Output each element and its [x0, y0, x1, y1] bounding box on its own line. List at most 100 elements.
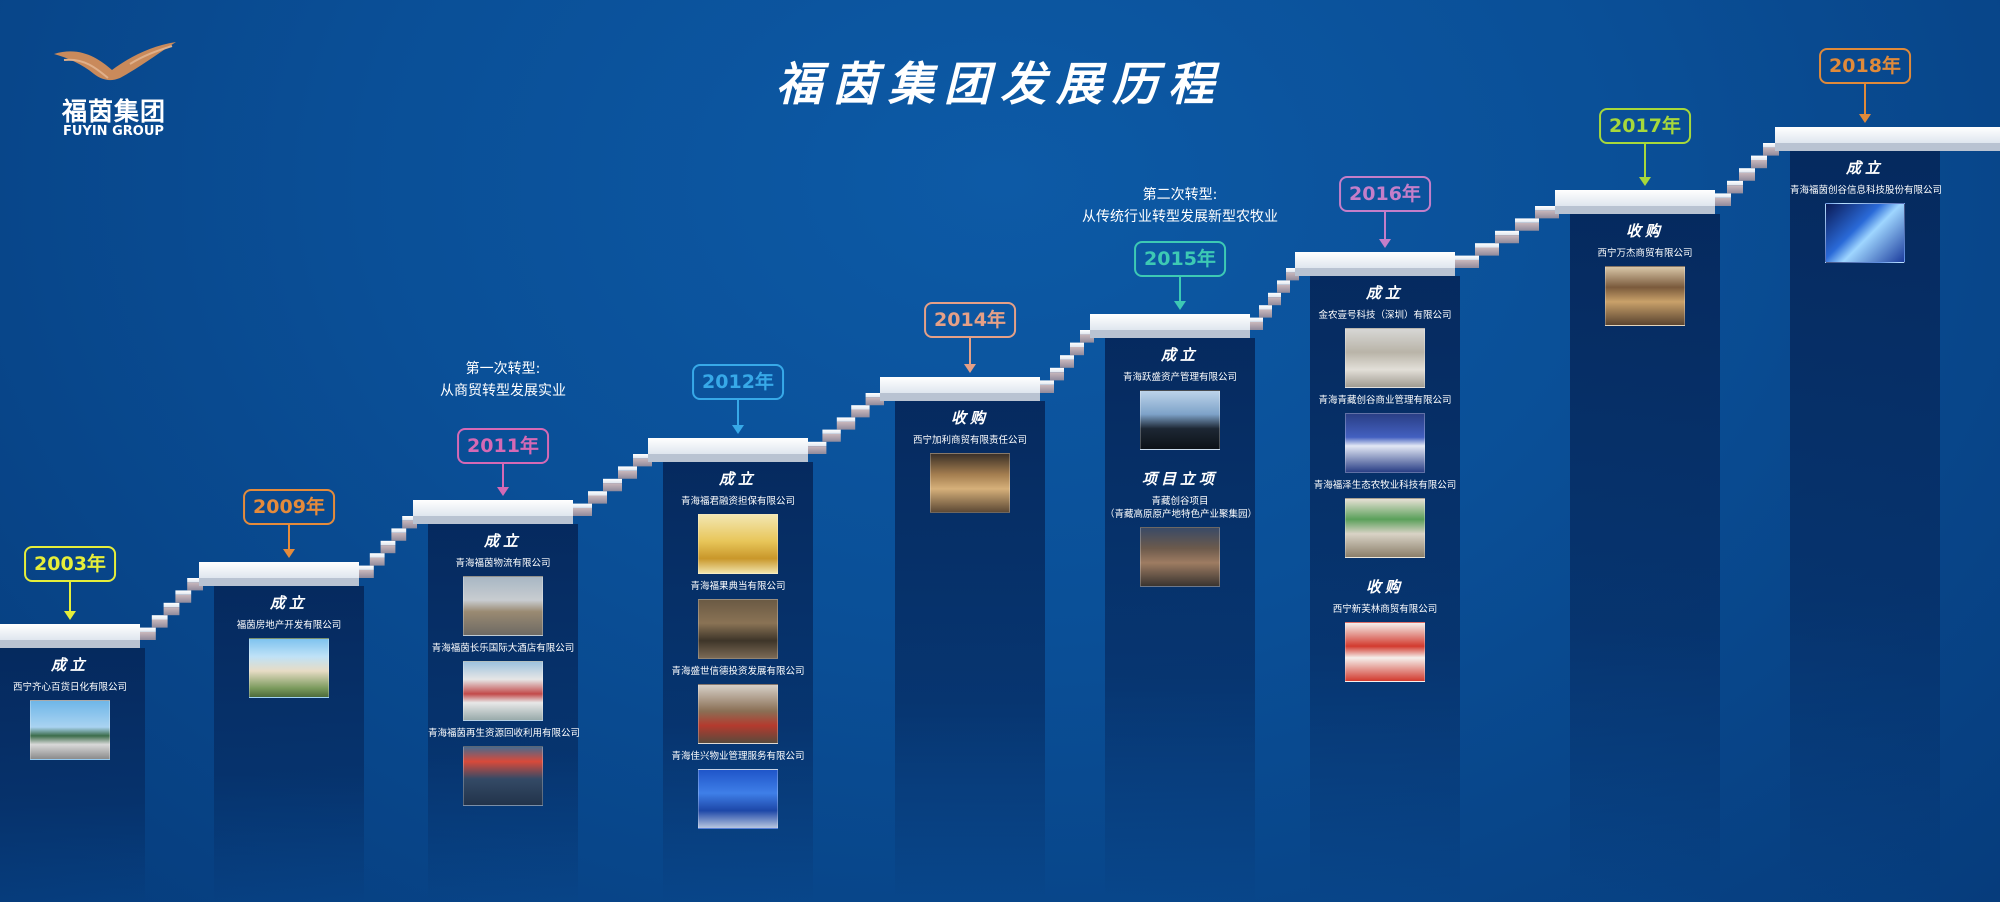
step-tread — [1751, 155, 1767, 161]
step-tread — [163, 602, 180, 608]
year-arrow-icon — [283, 523, 295, 558]
transition-note-2-line2: 从传统行业转型发展新型农牧业 — [1082, 209, 1278, 225]
step-tread — [1060, 355, 1074, 360]
step-riser — [359, 569, 374, 578]
step-tread — [140, 627, 156, 632]
step-tread — [851, 405, 870, 410]
year-label-2012年: 2012年 — [692, 364, 784, 400]
year-column-2015: 成立青海跃盛资产管理有限公司项目立项青藏创谷项目（青藏高原原产地特色产业聚集园） — [1105, 338, 1257, 902]
step-riser — [175, 594, 192, 603]
landing-tread — [1090, 314, 1250, 330]
landing-tread — [1555, 190, 1715, 206]
landing-edge — [1555, 206, 1715, 214]
step-riser — [865, 397, 884, 406]
step-tread — [1535, 206, 1559, 211]
market-photo — [1140, 527, 1220, 587]
year-column-2011: 成立青海福茵物流有限公司青海福茵长乐国际大酒店有限公司青海福茵再生资源回收利用有… — [428, 524, 581, 902]
year-arrow-icon — [732, 398, 744, 434]
step-tread — [573, 503, 592, 508]
blue-sign-photo — [698, 769, 778, 829]
step-tread — [1455, 255, 1479, 260]
step-riser — [1259, 309, 1272, 318]
company-name: 青海佳兴物业管理服务有限公司 — [671, 751, 805, 762]
company-name: 青海福果典当有限公司 — [690, 581, 786, 592]
step-tread — [380, 540, 396, 546]
step-tread — [391, 528, 407, 533]
step-tread — [633, 454, 652, 459]
landing-edge — [880, 393, 1040, 401]
building-photo — [30, 700, 110, 760]
landing-edge — [413, 516, 573, 524]
sign-photo — [1345, 413, 1425, 473]
step-riser — [588, 495, 607, 504]
step-tread — [808, 441, 827, 447]
step-riser — [1739, 172, 1755, 181]
step-tread — [369, 553, 385, 558]
year-label-2014年: 2014年 — [924, 302, 1016, 338]
step-riser — [1268, 297, 1281, 306]
year-column-2009: 成立福茵房地产开发有限公司 — [214, 586, 364, 902]
step-riser — [1751, 160, 1767, 169]
event-keyword: 收购 — [1365, 578, 1404, 596]
company-name: 青海福泽生态农牧业科技有限公司 — [1313, 480, 1457, 491]
event-keyword: 收购 — [1625, 222, 1664, 240]
step-tread — [618, 466, 637, 471]
year-column-2012: 成立青海福君融资担保有限公司青海福果典当有限公司青海盛世信德投资发展有限公司青海… — [663, 462, 813, 902]
step-tread — [1286, 268, 1299, 273]
transition-note-1-line1: 第一次转型: — [465, 361, 541, 377]
workers-photo — [463, 746, 543, 806]
year-arrow-icon — [1639, 142, 1651, 186]
year-label-2003年: 2003年 — [24, 546, 116, 582]
bird-wing-icon — [54, 42, 176, 81]
landing-tread — [648, 438, 808, 454]
transition-note-1-line2: 从商贸转型发展实业 — [440, 383, 566, 399]
step-riser — [1070, 347, 1084, 356]
event-keyword: 成立 — [1845, 159, 1884, 177]
farm-photo — [1345, 498, 1425, 558]
step-tread — [187, 578, 203, 583]
step-tread — [1040, 380, 1054, 385]
step-riser — [603, 483, 622, 492]
company-name: 金农壹号科技（深圳）有限公司 — [1318, 310, 1452, 321]
year-column-2014: 收购西宁加利商贸有限责任公司 — [895, 401, 1045, 902]
landing-tread — [1775, 127, 2000, 143]
step-tread — [1268, 292, 1281, 298]
step-tread — [865, 393, 884, 398]
company-name: 福茵房地产开发有限公司 — [236, 620, 342, 631]
event-keyword: 项目立项 — [1141, 470, 1218, 488]
step-tread — [1080, 330, 1094, 335]
year-column-2016: 成立金农壹号科技（深圳）有限公司青海青藏创谷商业管理有限公司青海福泽生态农牧业科… — [1310, 276, 1460, 902]
step-riser — [836, 421, 856, 430]
step-tread — [1515, 218, 1539, 223]
step-riser — [808, 446, 827, 454]
step-riser — [140, 631, 156, 640]
step-tread — [1495, 230, 1519, 236]
step-riser — [380, 545, 396, 554]
step-riser — [1515, 222, 1539, 231]
year-column-2018: 成立青海福茵创谷信息科技股份有限公司 — [1790, 151, 1942, 902]
storefront-photo — [698, 599, 778, 659]
year-arrow-icon — [964, 336, 976, 373]
year-label-2015年: 2015年 — [1134, 241, 1226, 277]
step-riser — [1715, 197, 1731, 206]
event-keyword: 成立 — [269, 594, 308, 612]
landing-tread — [413, 500, 573, 516]
company-name: 青海福茵长乐国际大酒店有限公司 — [431, 643, 575, 654]
year-label-2016年: 2016年 — [1339, 176, 1431, 212]
step-tread — [822, 429, 841, 434]
warehouse-photo — [463, 576, 543, 636]
landing-tread — [1295, 252, 1455, 268]
step-riser — [851, 409, 870, 418]
step-riser — [163, 607, 180, 616]
year-arrow-icon — [1174, 275, 1186, 310]
company-name: 青海福茵再生资源回收利用有限公司 — [428, 728, 581, 739]
step-tread — [1475, 243, 1499, 248]
step-riser — [1475, 247, 1499, 256]
year-label-2018年: 2018年 — [1819, 48, 1911, 84]
step-riser — [1495, 235, 1519, 244]
company-name: 青海福君融资担保有限公司 — [680, 496, 795, 507]
apartment-photo — [249, 638, 329, 698]
step-riser — [1060, 359, 1074, 368]
